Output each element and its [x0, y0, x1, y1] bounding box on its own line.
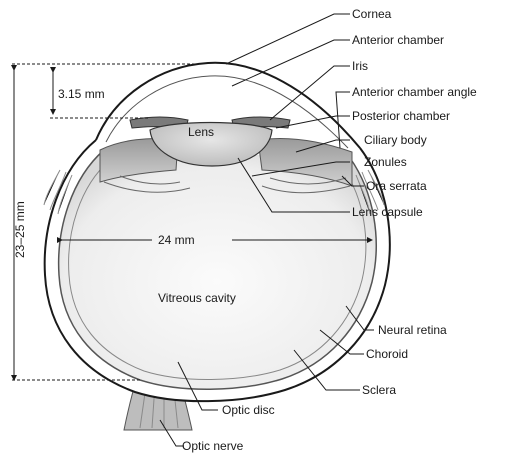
- depth-dimension: [12, 64, 200, 118]
- label-neural-retina: Neural retina: [378, 323, 447, 337]
- label-lens-capsule: Lens capsule: [352, 205, 423, 219]
- label-choroid: Choroid: [366, 347, 408, 361]
- label-optic-disc: Optic disc: [222, 403, 275, 417]
- label-zonules: Zonules: [364, 155, 407, 169]
- label-sclera: Sclera: [362, 383, 396, 397]
- label-posterior-chamber: Posterior chamber: [352, 109, 450, 123]
- label-vitreous-cavity: Vitreous cavity: [158, 291, 236, 305]
- choroid-layer: [59, 150, 377, 389]
- dimension-anterior-chamber-depth: 3.15 mm: [58, 87, 105, 101]
- label-optic-nerve: Optic nerve: [182, 439, 244, 453]
- label-lens: Lens: [188, 125, 214, 139]
- label-anterior-chamber: Anterior chamber: [352, 33, 444, 47]
- label-ora-serrata: Ora serrata: [366, 179, 427, 193]
- dimension-axial-length: 23–25 mm: [13, 201, 27, 258]
- dimension-horizontal-diameter: 24 mm: [158, 233, 195, 247]
- label-cornea: Cornea: [352, 7, 392, 21]
- label-anterior-chamber-angle: Anterior chamber angle: [352, 85, 477, 99]
- label-ciliary-body: Ciliary body: [364, 133, 427, 147]
- label-iris: Iris: [352, 59, 368, 73]
